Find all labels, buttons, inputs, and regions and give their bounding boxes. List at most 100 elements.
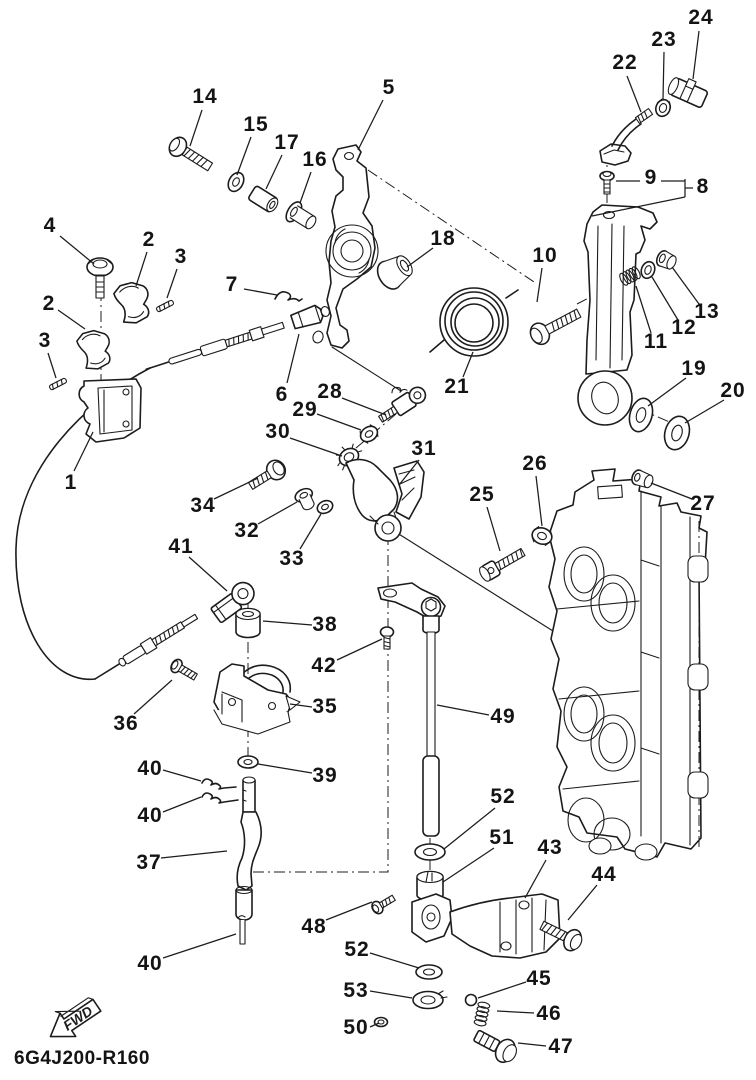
leader-10 [536,267,543,303]
leader-49 [436,704,490,716]
leader-37 [160,850,228,859]
leader-46 [496,1010,535,1014]
part-13-collar [655,249,677,270]
callout-15: 15 [243,113,269,136]
leader-48 [325,901,373,921]
leader-7 [243,288,278,296]
part-28-joint-pin [378,386,427,423]
callout-2b: 2 [42,292,56,315]
leader-14 [189,109,203,147]
part-41-rod-end [210,581,255,624]
callout-2a: 2 [142,228,156,251]
callout-14: 14 [192,85,218,108]
leader-11 [635,285,652,334]
callout-19: 19 [681,357,707,380]
callout-37: 37 [136,851,162,874]
callout-39: 39 [312,764,338,787]
callout-52b: 52 [344,938,370,961]
part-8-lever [577,204,658,426]
callout-3a: 3 [174,245,188,268]
leader-27 [650,482,693,500]
callout-12: 12 [671,316,697,339]
leader-2b [57,309,86,330]
callout-23: 23 [651,28,677,51]
part-25-bolt [479,547,526,582]
part-31-lever [345,458,425,542]
callout-40c: 40 [137,952,163,975]
part-10-bolt [529,308,582,346]
callout-42: 42 [311,654,337,677]
fwd-arrow-icon: FWD [49,997,102,1038]
callout-21: 21 [444,375,470,398]
part-27-collar [631,469,654,489]
leader-lines [47,30,725,1047]
leader-33 [299,513,322,550]
part-22-rod [599,107,654,166]
callout-27: 27 [690,492,716,515]
callout-46: 46 [536,1002,562,1025]
leader-39 [257,763,313,774]
leader-38 [262,620,313,626]
callout-10: 10 [532,244,558,267]
callout-45: 45 [526,967,552,990]
callout-22: 22 [612,51,638,74]
part-2-clamp-upper [113,281,150,324]
diagram-code: 6G4J200-R160 [14,1048,150,1069]
leader-26 [535,475,543,527]
callout-44: 44 [591,863,617,886]
callout-16: 16 [302,148,328,171]
leader-32 [257,501,298,525]
part-14-bolt [168,136,214,172]
part-46-spring [473,1001,491,1027]
leader-19 [647,377,687,407]
part-17-collar [248,185,279,213]
leader-36 [133,679,173,715]
callout-13: 13 [694,300,720,323]
callout-28: 28 [317,380,343,403]
part-32-bushing [294,487,315,511]
part-12-washer [640,260,656,280]
leader-47 [517,1042,547,1047]
leader-40c [162,933,237,959]
callout-33: 33 [279,547,305,570]
part-45-ball [464,993,478,1007]
leader-50 [369,1022,380,1028]
part-16-bushing [285,201,317,230]
callout-40b: 40 [137,804,163,827]
callout-43: 43 [537,836,563,859]
part-44-bolt [539,920,583,952]
leader-35 [289,703,313,708]
leader-43 [524,859,547,899]
callout-52a: 52 [490,785,516,808]
leader-3b [47,352,57,379]
leader-40a [162,769,202,782]
callout-30: 30 [265,420,291,443]
callout-8: 8 [696,175,710,198]
callout-32: 32 [234,519,260,542]
part-19-washer [628,397,654,433]
part-5-throttle-cam [312,144,379,349]
part-53-washer [412,990,448,1010]
part-38-bushing [235,607,261,639]
callout-5: 5 [382,76,396,99]
part-43-lever [411,893,561,959]
part-9-screw [599,170,615,195]
leader-28 [341,397,387,416]
part-7-clip [274,291,303,302]
callout-49: 49 [490,705,516,728]
leader-1 [73,431,94,472]
leader-8 [591,196,686,217]
leader-3a [166,268,178,299]
callout-40a: 40 [137,757,163,780]
part-47-screw [473,1029,518,1064]
callout-9: 9 [644,166,658,189]
leader-24 [692,30,700,80]
leader-53 [369,990,413,999]
engine-block [548,468,709,861]
callout-31: 31 [411,437,437,460]
part-6-cable-joint [290,304,330,330]
part-52-washer-upper [414,843,446,861]
part-throttle-cable [15,321,285,680]
callout-41: 41 [168,535,194,558]
